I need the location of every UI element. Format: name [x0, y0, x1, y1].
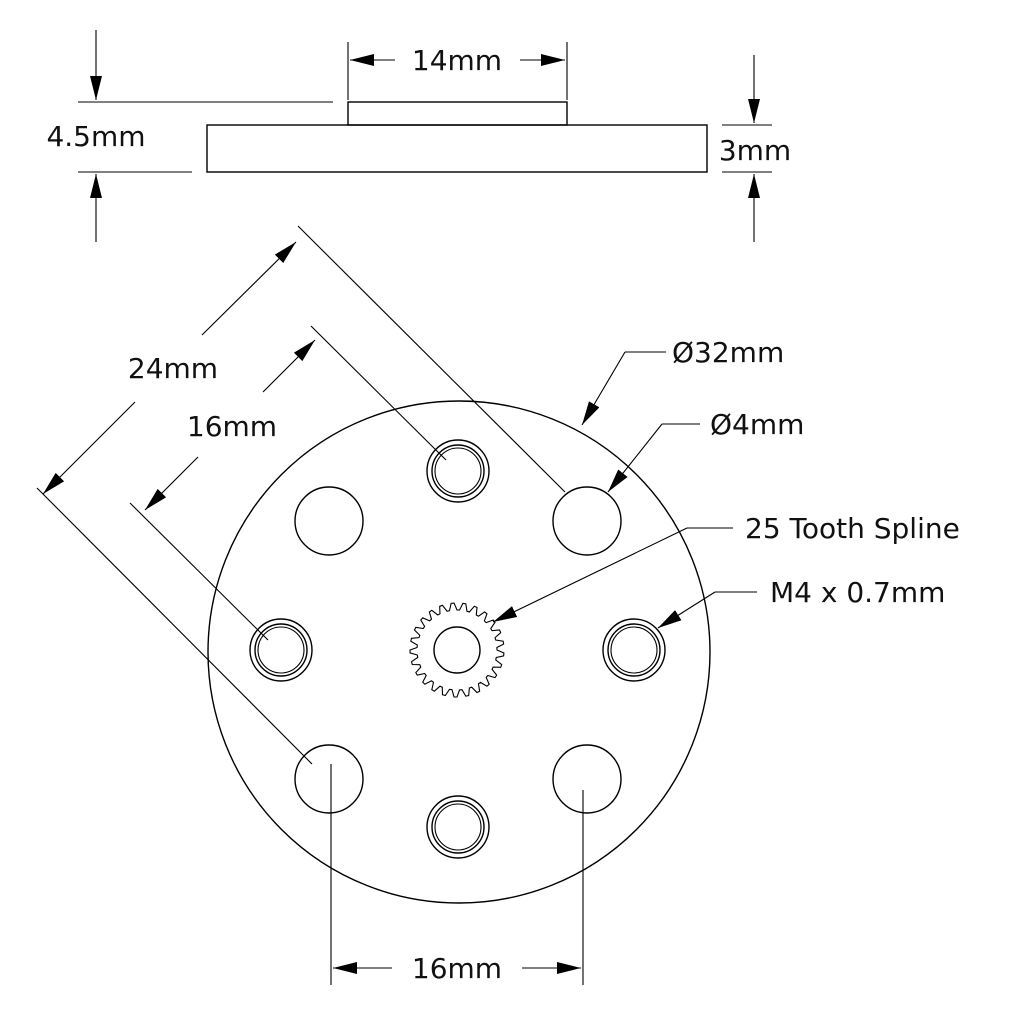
threaded-hole-left [249, 618, 313, 682]
pitch-16-bottom-label: 16mm [412, 952, 502, 985]
spline-bore [433, 626, 481, 674]
threaded-hole-right [602, 618, 666, 682]
spline-outline [409, 602, 505, 698]
clearance-hole [552, 486, 622, 556]
width-14-label: 14mm [412, 44, 502, 77]
thread-callout: M4 x 0.7mm [657, 576, 945, 629]
pitch-24-label: 24mm [128, 352, 218, 385]
clearance-hole [552, 744, 622, 814]
pitch-16-bottom-dimension: 16mm [330, 764, 584, 985]
pitch-24-dimension: 24mm [36, 225, 566, 765]
height-plate-dimension: 3mm [719, 55, 791, 242]
disc-outline [207, 400, 711, 904]
diameter-32-label: Ø32mm [672, 336, 784, 369]
side-view: 14mm 4.5mm 3mm [46, 30, 791, 242]
diameter-4-label: Ø4mm [710, 408, 804, 441]
hub-profile [347, 101, 568, 126]
diameter-32-callout: Ø32mm [581, 336, 784, 426]
pitch-16-diagonal-dimension: 16mm [129, 325, 447, 641]
pitch-16-diagonal-label: 16mm [187, 410, 277, 443]
height-total-label: 4.5mm [46, 120, 145, 153]
plate-profile [206, 124, 708, 173]
clearance-hole [294, 486, 364, 556]
threaded-hole-top [426, 439, 490, 503]
threaded-hole-bottom [426, 795, 490, 859]
height-total-dimension: 4.5mm [46, 30, 333, 242]
height-plate-label: 3mm [719, 134, 791, 167]
spline-callout: 25 Tooth Spline [492, 512, 960, 623]
thread-label: M4 x 0.7mm [770, 576, 945, 609]
spline-label: 25 Tooth Spline [745, 512, 960, 545]
top-view: 24mm 16mm Ø32mm Ø4mm 25 Tooth Spline [36, 225, 960, 985]
diameter-4-callout: Ø4mm [607, 408, 804, 493]
clearance-hole [294, 744, 364, 814]
width-14-dimension: 14mm [347, 42, 568, 100]
